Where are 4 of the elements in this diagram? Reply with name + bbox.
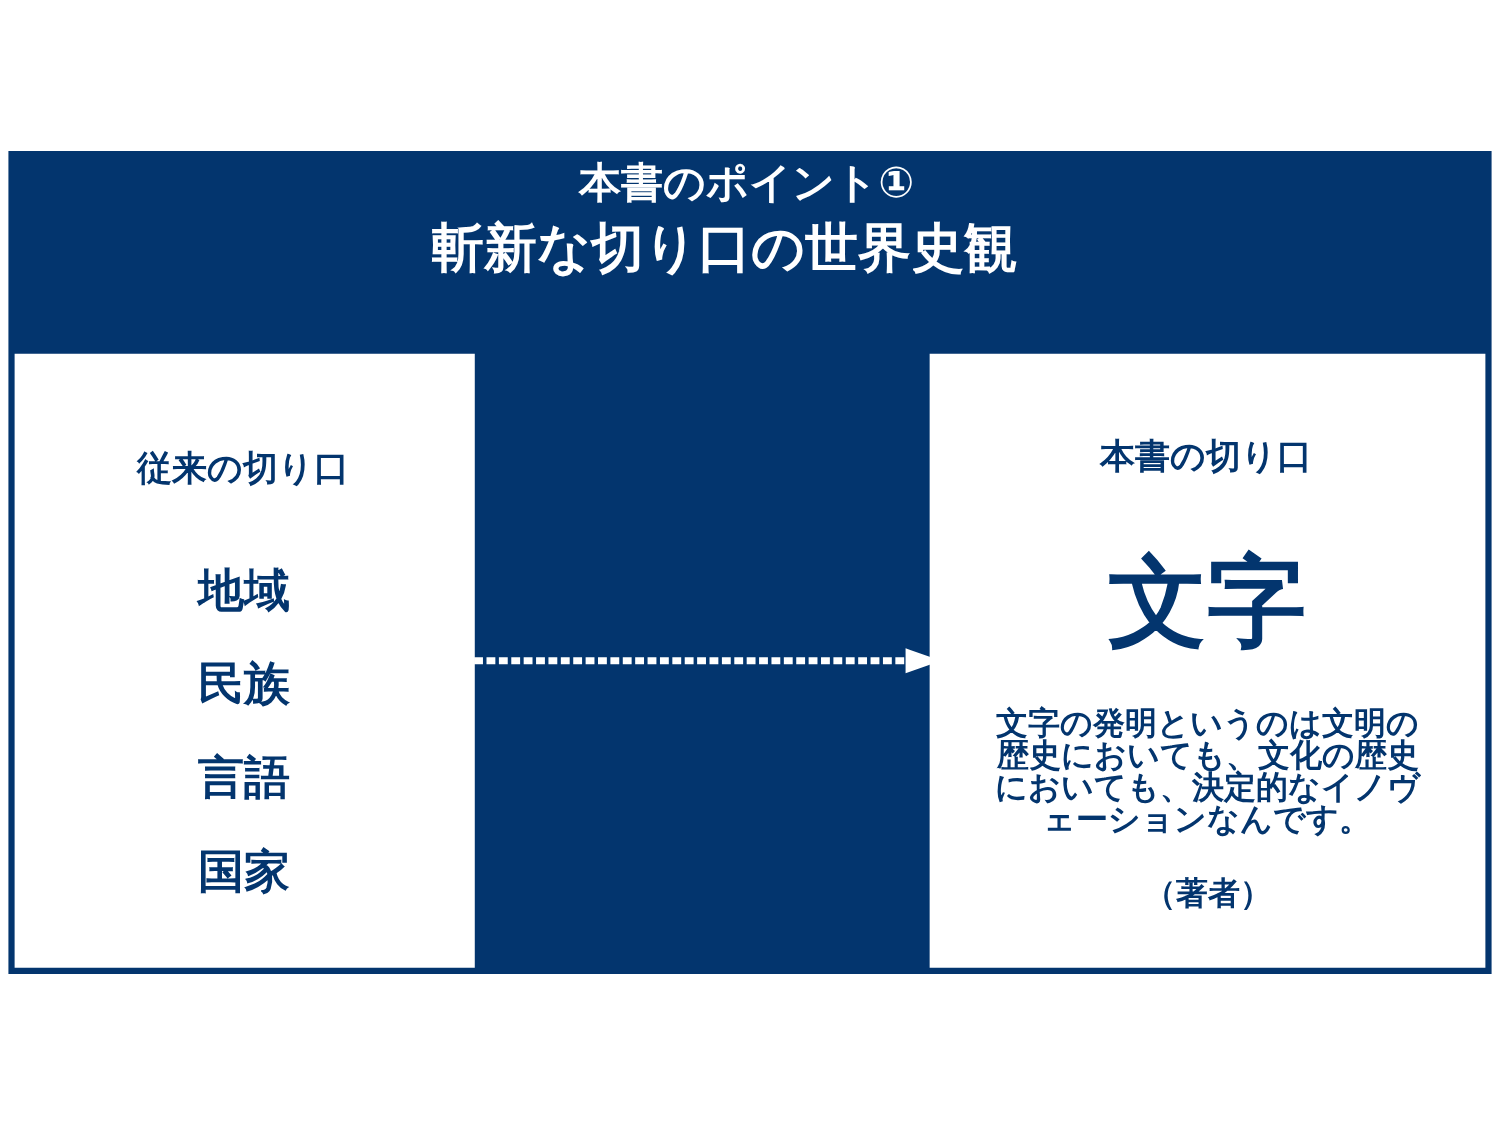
diagram-title: 本書のポイント① bbox=[579, 158, 915, 208]
label: 斬新な切り口の世界史観 bbox=[431, 217, 1018, 280]
node-box: 本書の切り口 文字 文字の発明というのは文明の歴史においても、文化の歴史においても、決定的なイノヴェーションなんです。 （著者） bbox=[929, 353, 1486, 968]
node-box: 従来の切り口 地域 民族 言語 国家 bbox=[14, 353, 475, 968]
